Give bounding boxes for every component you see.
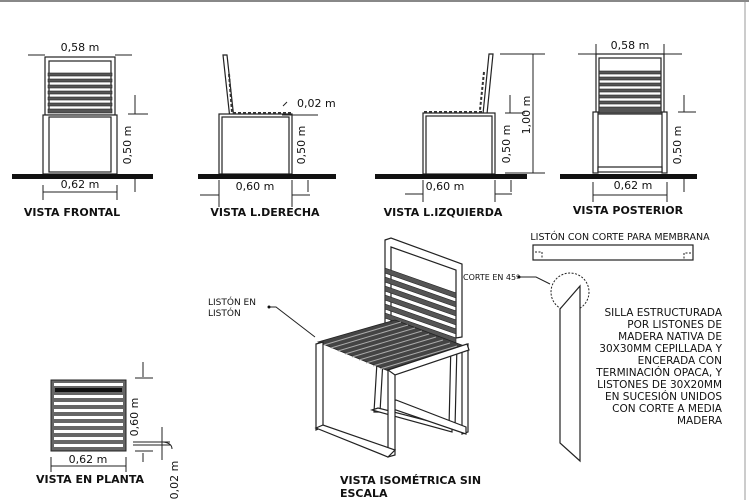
dim-width-bottom: 0,62 m: [61, 178, 100, 191]
dim-slat-thickness: 0,02 m: [168, 461, 181, 500]
view-izquierda: 0,50 m 1,00 m 0,60 m VISTA L.IZQUIERDA: [375, 53, 545, 219]
callout-line1: LISTÓN EN: [208, 296, 256, 308]
description-line: MADERA: [677, 415, 723, 427]
view-posterior: 0,58 m 0,62 m 0,50 m VISTA POSTERIOR: [560, 39, 697, 217]
view-title: VISTA POSTERIOR: [573, 204, 684, 217]
callout-line2: LISTÓN: [208, 307, 241, 319]
seat-slats-plan: [54, 383, 123, 447]
dim-seat-height: 0,50 m: [295, 126, 308, 165]
detail-liston: LISTÓN CON CORTE PARA MEMBRANA CORTE EN …: [463, 231, 710, 463]
view-frontal: 0,58 m 0,62 m 0,50 m VISTA FRONTAL: [12, 41, 153, 219]
dim-seat-height: 0,50 m: [121, 126, 134, 165]
dim-width-bottom: 0,62 m: [614, 179, 653, 192]
dim-slat-thickness: 0,02 m: [297, 97, 336, 110]
description-line: SILLA ESTRUCTURADA: [605, 307, 723, 319]
dim-depth: 0,60 m: [426, 180, 465, 193]
backrest-slats: [598, 70, 662, 114]
dim-total-height: 1,00 m: [520, 96, 533, 135]
view-title: VISTA EN PLANTA: [36, 473, 145, 486]
description-line: 30X30MM CEPILLADA Y: [599, 343, 722, 355]
description-block: SILLA ESTRUCTURADA POR LISTONES DE MADER…: [595, 307, 723, 427]
description-line: ENCERADA CON: [638, 355, 722, 367]
dim-depth: 0,60 m: [128, 398, 141, 437]
view-title: VISTA FRONTAL: [24, 206, 120, 219]
description-line: EN SUCESIÓN UNIDOS: [605, 390, 722, 403]
dim-width: 0,62 m: [69, 453, 108, 466]
view-isometrica: LISTÓN EN LISTÓN VISTA ISOMÉTRICA SIN ES…: [208, 237, 481, 500]
view-derecha: 0,02 m 0,50 m 0,60 m VISTA L.DERECHA: [198, 54, 336, 219]
dim-depth: 0,60 m: [236, 180, 275, 193]
view-title: VISTA L.DERECHA: [210, 206, 320, 219]
description-line: TERMINACIÓN OPACA, Y: [595, 366, 722, 379]
description-line: LISTONES DE 30X20MM: [597, 379, 722, 391]
dim-width-top: 0,58 m: [611, 39, 650, 52]
dim-seat-height: 0,50 m: [500, 125, 513, 164]
ground-line: [12, 174, 153, 179]
description-line: CON CORTE A MEDIA: [612, 403, 723, 415]
backrest-slats-iso: [384, 267, 457, 344]
description-line: POR LISTONES DE: [627, 319, 722, 331]
view-planta: 0,60 m 0,62 m 0,02 m VISTA EN PLANTA: [36, 362, 181, 499]
description-line: MADERA NATIVA DE: [618, 331, 722, 343]
detail-title: LISTÓN CON CORTE PARA MEMBRANA: [530, 231, 710, 243]
view-title-line1: VISTA ISOMÉTRICA SIN: [340, 474, 481, 487]
view-title: VISTA L.IZQUIERDA: [384, 206, 503, 219]
cut-label: CORTE EN 45º: [463, 273, 520, 282]
seat-slat-dots: [228, 73, 293, 114]
dim-width-top: 0,58 m: [61, 41, 100, 54]
backrest-slats: [47, 72, 113, 114]
dim-seat-height: 0,50 m: [671, 126, 684, 165]
view-title-line2: ESCALA: [340, 487, 388, 500]
